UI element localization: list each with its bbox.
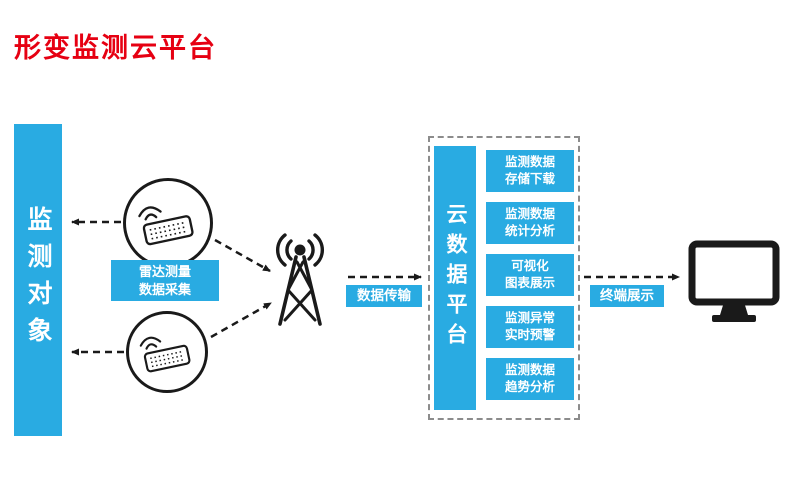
cloud-function-line: 监测数据 [504,363,555,378]
cloud-function-visualization: 可视化 图表展示 [486,254,574,296]
terminal-caption: 终端展示 [590,285,664,307]
cloud-function-line: 监测数据 [504,155,555,170]
cloud-function-alert: 监测异常 实时预警 [486,306,574,348]
cloud-platform-label: 云数据平台 [444,203,467,353]
sensor-node-bottom [126,311,208,393]
cloud-platform-panel: 云数据平台 [434,146,476,410]
cloud-function-line: 趋势分析 [504,380,555,394]
cloud-function-line: 存储下载 [504,172,555,186]
cloud-function-line: 实时预警 [504,328,555,342]
page-title: 形变监测云平台 [14,33,217,63]
cloud-function-statistics: 监测数据 统计分析 [486,202,574,244]
monitored-object-label: 监测对象 [24,206,52,354]
radar-sensor-icon [139,336,191,373]
radar-sensor-icon [138,206,194,246]
cloud-function-trend: 监测数据 趋势分析 [486,358,574,400]
transmission-caption: 数据传输 [346,285,422,307]
sensor-caption-line2: 数据采集 [138,281,191,297]
sensor-caption: 雷达测量 数据采集 [111,260,219,302]
cloud-function-line: 监测异常 [504,311,555,326]
cloud-function-line: 可视化 [511,259,549,274]
monitor-icon [688,240,780,322]
sensor-node-top [123,178,213,268]
cloud-function-line: 统计分析 [504,224,555,238]
sensor-caption-line1: 雷达测量 [138,264,191,279]
cloud-function-line: 图表展示 [504,276,555,290]
broadcast-tower-icon [275,233,325,326]
monitored-object-panel: 监测对象 [14,124,62,436]
cloud-function-line: 监测数据 [504,207,555,222]
cloud-function-storage: 监测数据 存储下载 [486,150,574,192]
